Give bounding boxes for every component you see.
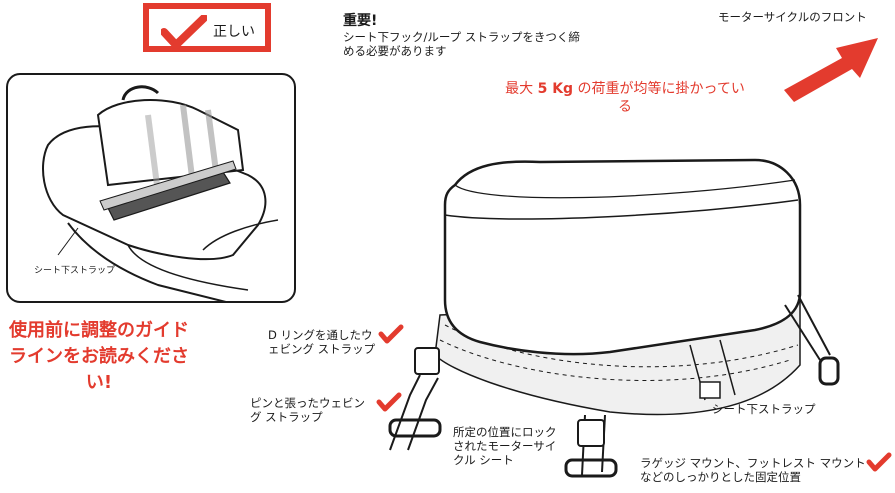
callout-locked: 所定の位置にロックされたモーターサイクル シート: [453, 425, 557, 467]
max-load-text: 最大 5 Kg の荷重が均等に掛かっている: [500, 80, 750, 116]
correct-label: 正しい: [213, 24, 255, 40]
max-load-pre: 最大: [505, 81, 538, 97]
callout-taut: ピンと張ったウェビング ストラップ: [250, 396, 365, 424]
important-note: 重要! シート下フック/ループ ストラップをきつく締める必要があります: [343, 10, 593, 58]
guidelines-text: 使用前に調整のガイドラインをお読みください!: [9, 320, 189, 393]
max-load-post: の荷重が均等に掛かっている: [573, 81, 745, 115]
callout-dring: D リングを通したウェビング ストラップ: [268, 328, 376, 356]
inset-panel: シート下ストラップ: [6, 73, 296, 303]
inset-illustration: [42, 85, 279, 301]
correct-badge: 正しい: [143, 3, 271, 52]
front-label: モーターサイクルのフロント: [718, 10, 867, 24]
callout-under-seat: シート下ストラップ: [712, 402, 816, 416]
front-arrow-icon: [784, 38, 878, 102]
check-icon: [161, 15, 207, 49]
check-icon: [866, 452, 892, 472]
seat-diagram: [388, 158, 840, 478]
check-icon: [378, 324, 404, 344]
important-title: 重要!: [343, 13, 378, 29]
max-load-value: 5 Kg: [537, 81, 574, 97]
callout-mount: ラゲッジ マウント、フットレスト マウントなどのしっかりとした固定位置: [640, 456, 866, 484]
important-text: シート下フック/ループ ストラップをきつく締める必要があります: [343, 30, 580, 58]
check-icon: [376, 392, 402, 412]
inset-label: シート下ストラップ: [34, 266, 116, 276]
